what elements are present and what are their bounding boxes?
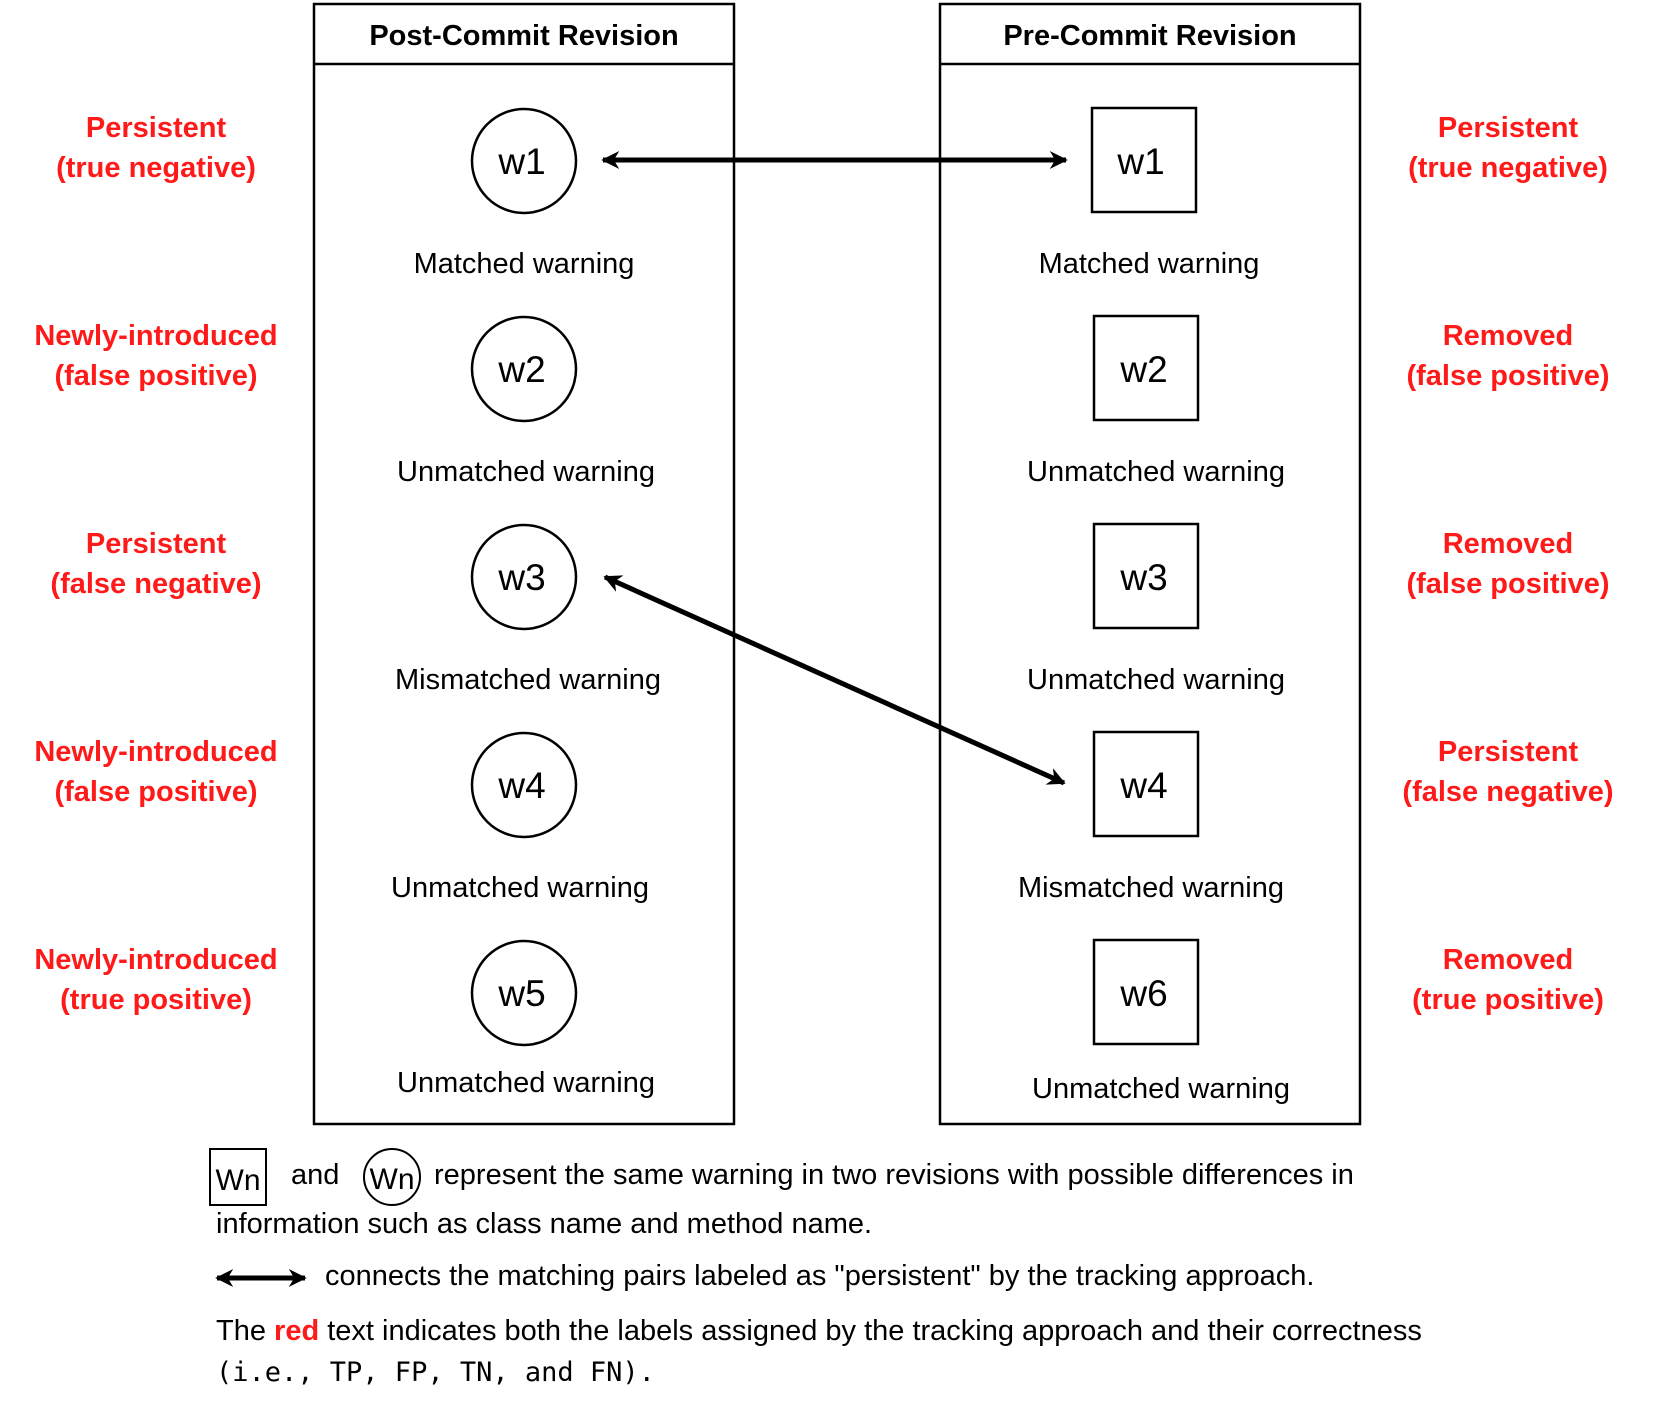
legend-red-prefix: The [216, 1315, 274, 1347]
pre-w4-status: Persistent [1438, 736, 1579, 768]
post-w1-id: w1 [497, 141, 545, 182]
post-w4-correctness: (false positive) [54, 776, 257, 808]
post-w5-correctness: (true positive) [60, 984, 252, 1016]
post-w2-id: w2 [497, 349, 545, 390]
legend-red-suffix: text indicates both the labels assigned … [319, 1315, 1422, 1347]
legend-line1: represent the same warning in two revisi… [434, 1159, 1354, 1191]
post-w3-status: Persistent [86, 528, 227, 560]
post-w3-id: w3 [497, 557, 545, 598]
pre-w2-correctness: (false positive) [1406, 360, 1609, 392]
pre-w3-status: Removed [1443, 528, 1574, 560]
pre-commit-panel: Pre-Commit Revision [938, 2, 1362, 1126]
pre-w4-correctness: (false negative) [1402, 776, 1613, 808]
pre-w6-id: w6 [1119, 973, 1167, 1014]
legend-arrow-text: connects the matching pairs labeled as "… [325, 1260, 1314, 1292]
pre-commit-title: Pre-Commit Revision [1003, 20, 1296, 52]
post-w3-correctness: (false negative) [50, 568, 261, 600]
pre-warning-w1: w1 Matched warning [1039, 106, 1260, 280]
legend-circle-label: Wn [370, 1163, 415, 1196]
post-w5-label: Unmatched warning [397, 1067, 655, 1099]
pre-w6-correctness: (true positive) [1412, 984, 1604, 1016]
post-warning-w3: w3 Mismatched warning [395, 523, 661, 696]
legend-red-word: red [274, 1315, 319, 1347]
pre-w3-correctness: (false positive) [1406, 568, 1609, 600]
pre-w1-label: Matched warning [1039, 248, 1260, 280]
pre-w2-label: Unmatched warning [1027, 456, 1285, 488]
post-warning-w4: w4 Unmatched warning [391, 731, 649, 904]
pre-w4-label: Mismatched warning [1018, 872, 1284, 904]
post-w2-status: Newly-introduced [34, 320, 277, 352]
post-w4-label: Unmatched warning [391, 872, 649, 904]
post-w1-correctness: (true negative) [56, 152, 256, 184]
post-commit-title: Post-Commit Revision [369, 20, 678, 52]
post-w5-status: Newly-introduced [34, 944, 277, 976]
pre-w3-id: w3 [1119, 557, 1167, 598]
post-w1-status: Persistent [86, 112, 227, 144]
link-w3-w4-arrow [603, 574, 1066, 786]
legend: Wn and Wn represent the same warning in … [209, 1148, 1422, 1388]
pre-w6-label: Unmatched warning [1032, 1073, 1290, 1105]
post-warning-w1: w1 Matched warning [414, 107, 635, 280]
post-w4-status: Newly-introduced [34, 736, 277, 768]
pre-w3-label: Unmatched warning [1027, 664, 1285, 696]
legend-square-symbol [209, 1148, 267, 1206]
pre-side-labels: Persistent (true negative) Removed (fals… [1402, 112, 1613, 1016]
post-w2-correctness: (false positive) [54, 360, 257, 392]
post-warning-w2: w2 Unmatched warning [397, 315, 655, 488]
legend-abbreviations: (i.e., TP, FP, TN, and FN). [216, 1357, 655, 1388]
pre-warning-w2: w2 Unmatched warning [1027, 314, 1285, 488]
pre-w6-status: Removed [1443, 944, 1574, 976]
post-warning-w5: w5 Unmatched warning [397, 939, 655, 1099]
post-w3-label: Mismatched warning [395, 664, 661, 696]
legend-red-explanation: The red text indicates both the labels a… [216, 1315, 1422, 1347]
legend-line2: information such as class name and metho… [216, 1208, 872, 1240]
post-w5-id: w5 [497, 973, 545, 1014]
post-w1-label: Matched warning [414, 248, 635, 280]
post-commit-panel: Post-Commit Revision [312, 2, 736, 1126]
post-w2-label: Unmatched warning [397, 456, 655, 488]
pre-w2-id: w2 [1119, 349, 1167, 390]
pre-w2-status: Removed [1443, 320, 1574, 352]
post-w4-id: w4 [497, 765, 545, 806]
pre-warning-w3: w3 Unmatched warning [1027, 522, 1285, 696]
pre-w1-id: w1 [1116, 141, 1164, 182]
pre-w1-correctness: (true negative) [1408, 152, 1608, 184]
pre-warning-w4: w4 Mismatched warning [1018, 730, 1284, 904]
pre-warning-w6: w6 Unmatched warning [1032, 938, 1290, 1105]
legend-square-label: Wn [216, 1164, 261, 1197]
post-side-labels: Persistent (true negative) Newly-introdu… [34, 112, 277, 1016]
legend-and-word: and [291, 1159, 339, 1191]
pre-w4-id: w4 [1119, 765, 1167, 806]
pre-w1-status: Persistent [1438, 112, 1579, 144]
legend-circle-symbol [363, 1148, 421, 1206]
